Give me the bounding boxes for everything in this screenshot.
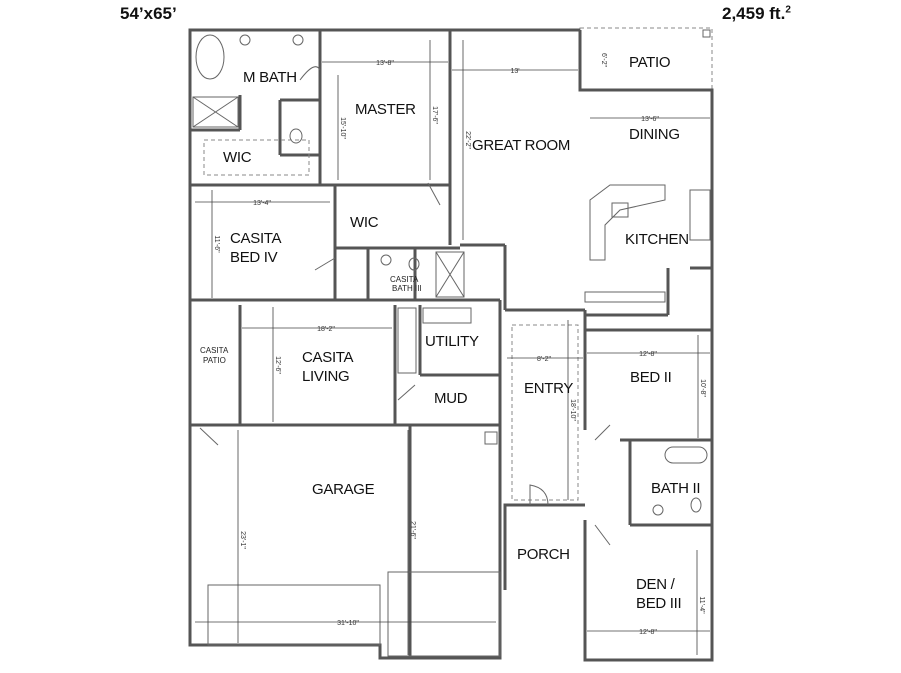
area-unit-superscript: 2 bbox=[785, 4, 791, 16]
kitchen-island bbox=[589, 184, 666, 261]
dimension-label: 10'-8" bbox=[699, 379, 706, 397]
door bbox=[314, 257, 336, 271]
room-label-master: MASTER bbox=[355, 101, 416, 118]
kitchenette-counter bbox=[397, 307, 417, 374]
door-arc bbox=[299, 66, 321, 81]
room-label-great-room: GREAT ROOM bbox=[472, 137, 570, 154]
dimension-label: 12'-8" bbox=[639, 629, 657, 636]
room-label-garage: GARAGE bbox=[312, 481, 375, 498]
room-label-casita-patio: CASITA bbox=[200, 346, 229, 355]
sink-icon bbox=[652, 504, 664, 516]
kitchen-counter bbox=[584, 291, 666, 303]
front-door bbox=[529, 484, 549, 506]
dimension-label: 23'-1" bbox=[239, 531, 246, 549]
room-label-patio: PATIO bbox=[629, 54, 670, 71]
dimension-label: 18'-10" bbox=[569, 399, 576, 421]
cooktop bbox=[689, 189, 711, 241]
area-value: 2,459 ft. bbox=[722, 4, 786, 23]
doors bbox=[199, 66, 611, 546]
room-label-casita-bath: BATH III bbox=[392, 284, 422, 293]
dimension-label: 12'-8" bbox=[639, 351, 657, 358]
shower-icon bbox=[192, 96, 239, 128]
washer-dryer bbox=[422, 307, 472, 324]
dimension-label: 11'-6" bbox=[213, 235, 220, 253]
post bbox=[702, 29, 711, 38]
room-label-casita-patio: PATIO bbox=[203, 356, 226, 365]
plan-area: 2,459 ft.2 bbox=[722, 4, 791, 24]
entry-outline bbox=[511, 324, 579, 501]
room-label-dining: DINING bbox=[629, 126, 680, 143]
interior-walls bbox=[190, 30, 712, 658]
room-label-m-bath: M BATH bbox=[243, 69, 297, 86]
sink-icon bbox=[239, 34, 251, 46]
toilet-icon bbox=[690, 497, 702, 513]
shower-icon bbox=[435, 251, 465, 298]
door bbox=[397, 384, 416, 401]
room-label-casita-bath: CASITA bbox=[390, 275, 419, 284]
door bbox=[594, 524, 611, 546]
sink-icon bbox=[292, 34, 304, 46]
door bbox=[427, 182, 441, 206]
room-label-porch: PORCH bbox=[517, 546, 570, 563]
toilet-icon bbox=[408, 257, 420, 271]
dimension-label: 18'-2" bbox=[317, 326, 335, 333]
dimension-label: 13'-6" bbox=[641, 116, 659, 123]
water-heater bbox=[484, 431, 498, 445]
tub-icon bbox=[195, 34, 225, 80]
room-label-wic: WIC bbox=[350, 214, 379, 231]
room-label-wic: WIC bbox=[223, 149, 252, 166]
dimension-label: 12'-6" bbox=[274, 356, 281, 374]
dimension-label: 31'-10" bbox=[337, 620, 359, 627]
dimension-label: 11'-4" bbox=[698, 596, 705, 614]
room-label-bath-2: BATH II bbox=[651, 480, 700, 497]
room-label-casita-living: CASITA bbox=[302, 349, 354, 366]
room-label-casita-bed: CASITA bbox=[230, 230, 282, 247]
room-label-entry: ENTRY bbox=[524, 380, 573, 397]
door bbox=[594, 424, 611, 441]
sink-icon bbox=[611, 202, 629, 218]
dimension-label: 13' bbox=[510, 68, 519, 75]
room-label-utility: UTILITY bbox=[425, 333, 479, 350]
room-label-den: DEN / bbox=[636, 576, 676, 593]
dimension-label: 17'-6" bbox=[431, 106, 438, 124]
room-label-den: BED III bbox=[636, 595, 681, 612]
garage-door-left bbox=[207, 584, 381, 646]
dimension-label: 22'-2" bbox=[464, 131, 471, 149]
dimension-label: 13'-4" bbox=[253, 200, 271, 207]
dimension-lines bbox=[195, 40, 710, 655]
garage-door-right bbox=[387, 571, 501, 657]
room-label-bed-2: BED II bbox=[630, 369, 672, 386]
room-label-kitchen: KITCHEN bbox=[625, 231, 689, 248]
toilet-icon bbox=[289, 128, 303, 144]
plan-dimensions: 54’x65’ bbox=[120, 4, 177, 23]
dimension-label: 8'-2" bbox=[537, 356, 551, 363]
tub-icon bbox=[664, 446, 708, 464]
room-label-mud: MUD bbox=[434, 390, 468, 407]
room-label-casita-bed: BED IV bbox=[230, 249, 278, 266]
dimension-label: 13'-8" bbox=[376, 60, 394, 67]
dimension-label: 15'-10" bbox=[339, 117, 346, 139]
room-label-casita-living: LIVING bbox=[302, 368, 349, 385]
door bbox=[199, 427, 219, 446]
fixtures bbox=[192, 34, 711, 657]
closet-shelf bbox=[203, 139, 310, 176]
dimension-label: 6'-2" bbox=[600, 53, 607, 67]
dimension-label: 21'-6" bbox=[409, 521, 416, 539]
sink-icon bbox=[380, 254, 392, 266]
